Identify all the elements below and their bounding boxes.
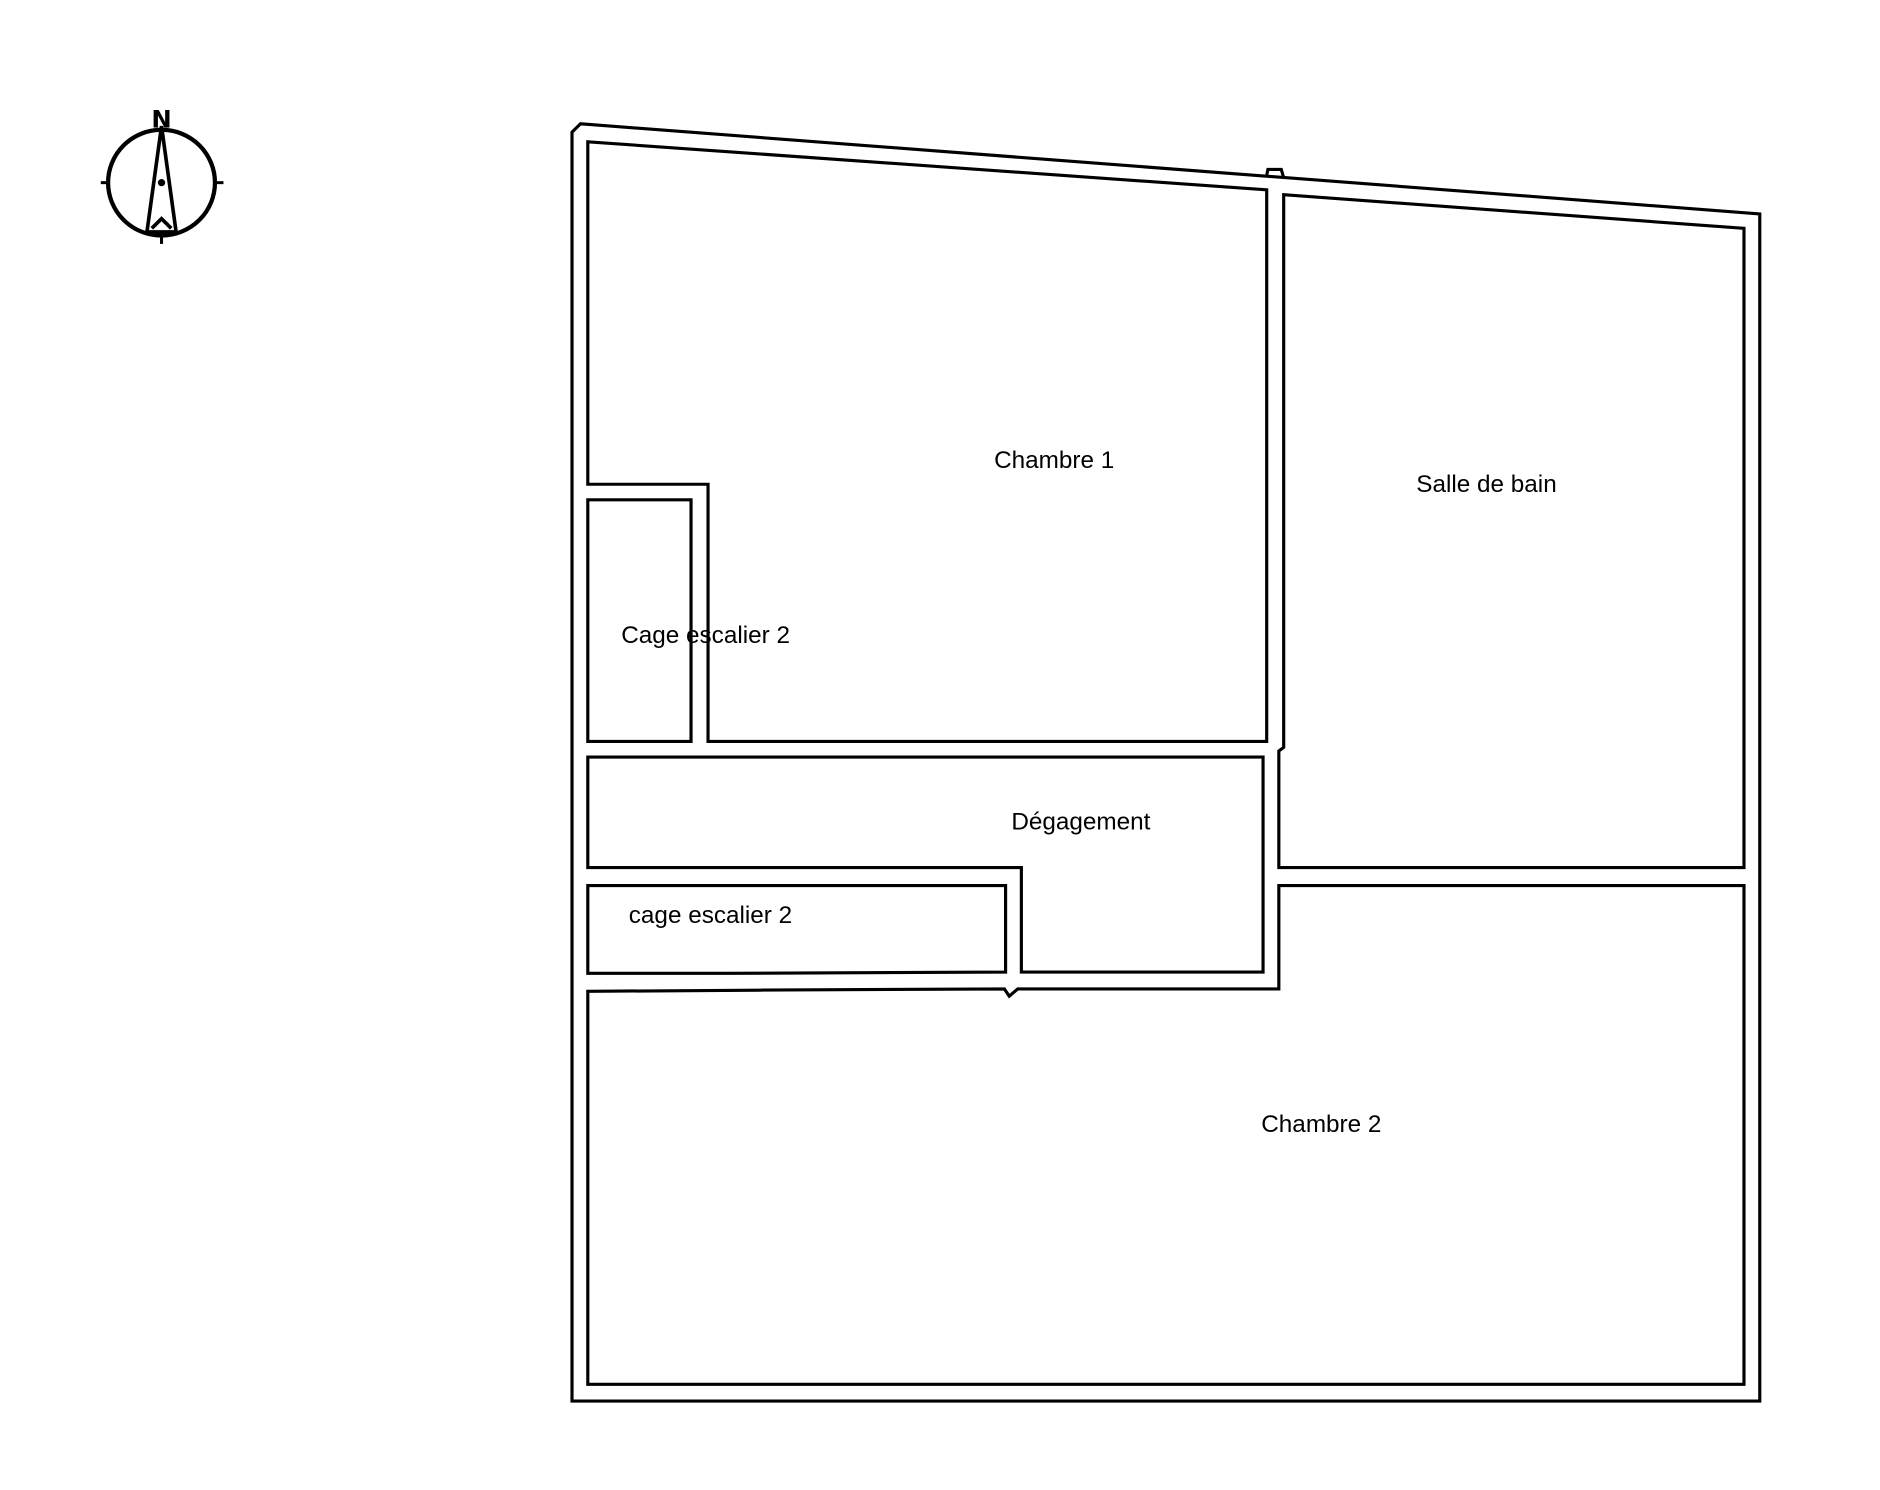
walls	[570, 122, 1762, 1403]
room-labels: Chambre 1 Salle de bain Cage escalier 2 …	[621, 447, 1556, 1138]
room-label-degagement: Dégagement	[1011, 809, 1150, 836]
cage-escalier-upper-outline	[586, 498, 693, 743]
chambre-1-outline	[586, 140, 1269, 743]
room-label-cage-escalier-upper: Cage escalier 2	[621, 622, 790, 649]
chambre-2-outline	[586, 884, 1746, 1386]
outer-wall	[570, 122, 1762, 1403]
compass: N	[100, 105, 224, 244]
north-arrow-icon	[144, 125, 179, 234]
cage-escalier-lower-outline	[586, 884, 1008, 975]
wall-notch	[1265, 167, 1286, 179]
room-label-salle-de-bain: Salle de bain	[1416, 471, 1556, 498]
room-label-chambre-1: Chambre 1	[994, 447, 1114, 474]
degagement-outline	[586, 755, 1265, 974]
room-label-cage-escalier-lower: cage escalier 2	[629, 902, 792, 929]
room-label-chambre-2: Chambre 2	[1261, 1111, 1381, 1138]
compass-center	[157, 179, 166, 187]
compass-north-label: N	[151, 105, 171, 133]
salle-de-bain-outline	[1277, 192, 1746, 870]
